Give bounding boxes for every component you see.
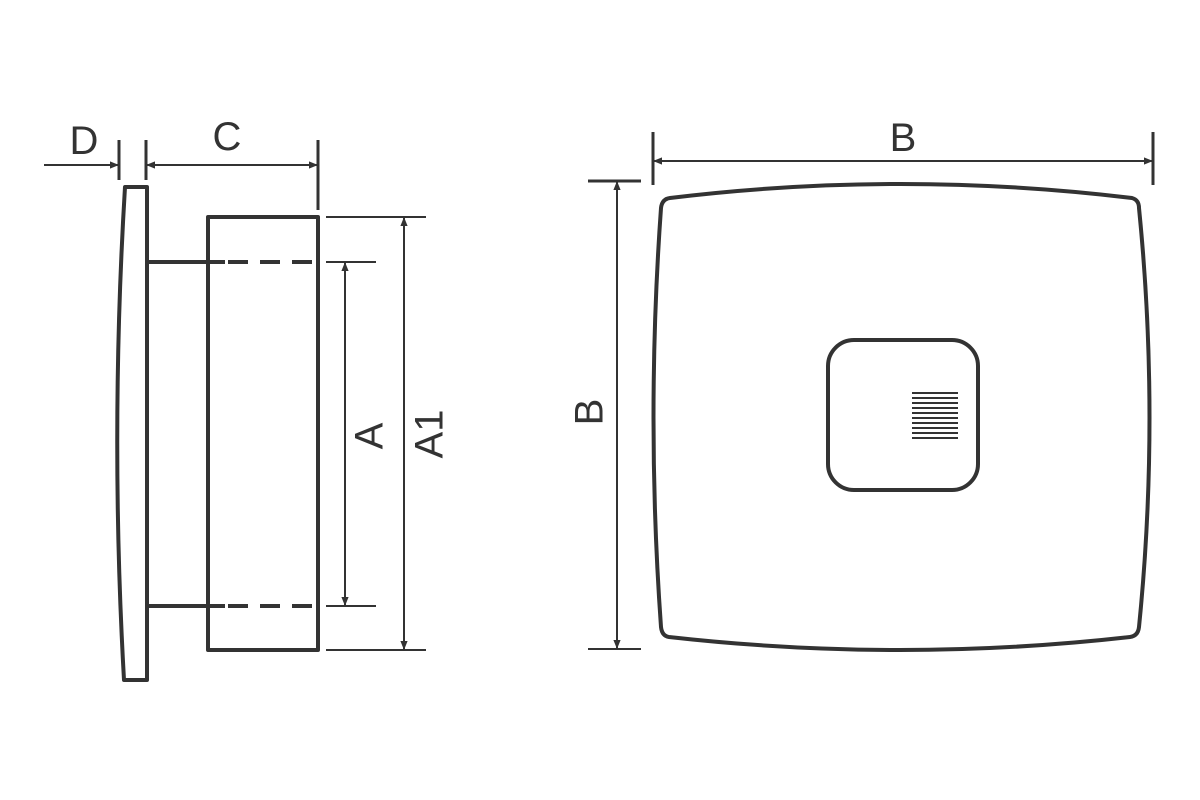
control-module	[826, 338, 980, 492]
front-view: B B	[568, 116, 1155, 652]
label-b-width: B	[890, 116, 917, 160]
spigot-body	[206, 215, 320, 652]
label-b-height: B	[568, 399, 612, 426]
label-c: C	[213, 115, 242, 159]
front-cover-profile	[115, 185, 149, 682]
front-cover-outline	[651, 182, 1152, 652]
side-view: D C A A1	[44, 115, 452, 682]
label-d: D	[70, 119, 99, 163]
label-a1: A1	[408, 410, 452, 459]
vent-grille-icon	[912, 392, 958, 439]
label-a: A	[348, 422, 392, 449]
